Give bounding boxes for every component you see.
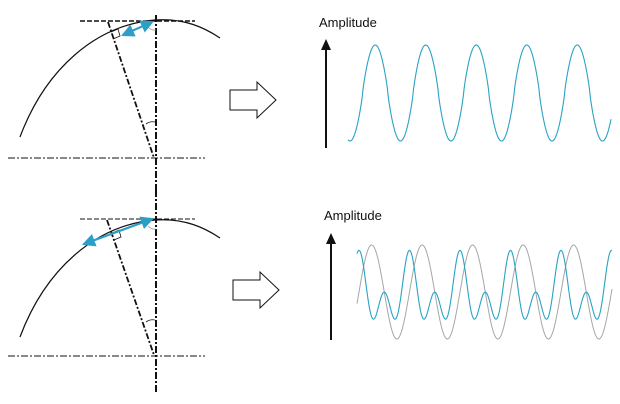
- top-hollow-arrow: [229, 80, 277, 120]
- top-blue-double-arrow: [120, 20, 155, 37]
- bottom-hollow-arrow: [232, 270, 280, 310]
- bottom-amplitude-panel: Amplitude: [324, 208, 613, 340]
- bottom-geometry: [8, 190, 221, 392]
- top-right-angle-mark: [110, 28, 121, 40]
- bottom-amplitude-label: Amplitude: [324, 208, 382, 223]
- bottom-inclined-line: [106, 219, 155, 356]
- top-waveform: [347, 44, 612, 142]
- bottom-amplitude-axis-arrowhead: [326, 233, 336, 244]
- top-angle-arc-small: [147, 26, 157, 31]
- top-angle-arc: [145, 121, 156, 125]
- bottom-waveform: [356, 249, 613, 320]
- bottom-reference-waveform: [356, 244, 613, 340]
- top-amplitude-label: Amplitude: [319, 15, 377, 30]
- bottom-angle-arc: [145, 319, 156, 323]
- top-arc: [19, 19, 221, 138]
- top-geometry: [8, 15, 221, 190]
- top-amplitude-axis-arrowhead: [321, 39, 331, 50]
- top-amplitude-panel: Amplitude: [319, 15, 612, 148]
- bottom-angle-arc-small: [147, 225, 157, 230]
- top-inclined-line: [107, 21, 155, 159]
- bottom-blue-double-arrow: [81, 216, 155, 247]
